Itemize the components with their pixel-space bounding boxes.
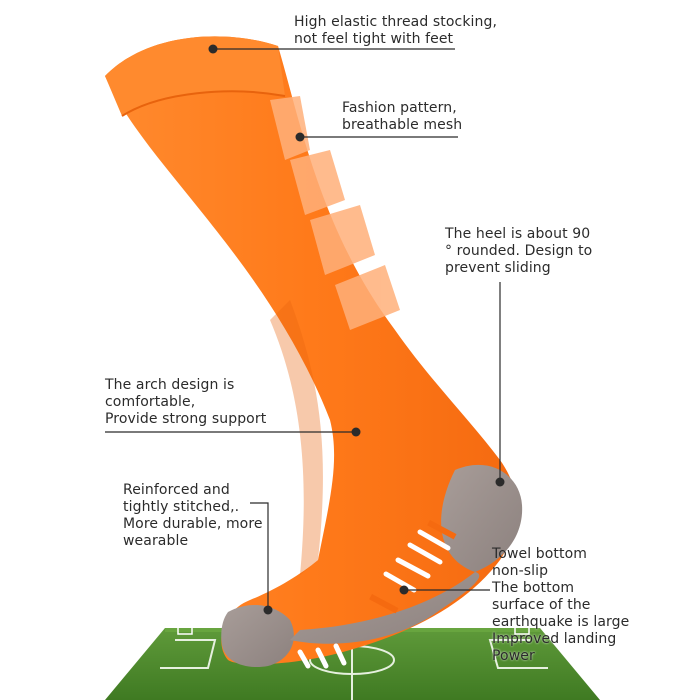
leader-reinforced bbox=[250, 502, 269, 610]
sock bbox=[105, 36, 523, 669]
dot-marker-icon bbox=[295, 132, 305, 142]
dot-marker-icon bbox=[495, 477, 505, 487]
dot-marker-icon bbox=[399, 585, 409, 595]
field-right-goal bbox=[514, 621, 530, 635]
annotation-line: Provide strong support bbox=[105, 411, 267, 427]
annotation-line: More durable, more bbox=[123, 516, 263, 532]
annotation-line: ° rounded. Design to bbox=[445, 243, 593, 259]
annotation-line: Power bbox=[492, 648, 535, 664]
arch-shadow bbox=[270, 300, 323, 575]
annotation-line: Improved landing bbox=[492, 631, 617, 647]
annotation-line: earthquake is large bbox=[492, 614, 630, 630]
field-left-box bbox=[160, 639, 217, 669]
annotation-line: comfortable, bbox=[105, 394, 196, 410]
surface-annotation: The bottom surface of the earthquake is … bbox=[492, 580, 629, 665]
annotation-line: The heel is about 90 bbox=[445, 226, 591, 242]
cuff-seam bbox=[121, 90, 286, 117]
dot-marker-icon bbox=[208, 44, 218, 54]
elastic-annotation: High elastic thread stocking, not feel t… bbox=[294, 14, 497, 48]
heel-annotation: The heel is about 90 ° rounded. Design t… bbox=[445, 226, 592, 277]
towel-stripe-accents bbox=[369, 520, 457, 614]
field-right-box bbox=[488, 639, 548, 669]
dot-marker-icon bbox=[351, 427, 361, 437]
annotation-line: prevent sliding bbox=[445, 260, 551, 276]
toe-pad bbox=[221, 605, 294, 668]
annotation-line: High elastic thread stocking, bbox=[294, 14, 498, 30]
towel-stripes bbox=[297, 529, 451, 669]
annotation-line: not feel tight with feet bbox=[294, 31, 454, 47]
annotation-line: Reinforced and bbox=[123, 482, 230, 498]
heel-pad bbox=[441, 464, 523, 572]
annotation-line: The bottom bbox=[492, 580, 575, 596]
field-left-goal bbox=[177, 621, 193, 635]
sock-body bbox=[105, 36, 517, 665]
annotation-line: Towel bottom bbox=[492, 546, 587, 562]
reinforced-annotation: Reinforced and tightly stitched,. More d… bbox=[123, 482, 263, 550]
annotation-line: non-slip bbox=[492, 563, 549, 579]
mesh-pattern bbox=[270, 96, 400, 330]
sock-cuff bbox=[105, 36, 285, 116]
annotation-line: breathable mesh bbox=[342, 117, 463, 133]
annotation-line: Fashion pattern, bbox=[342, 100, 457, 116]
pattern-annotation: Fashion pattern, breathable mesh bbox=[342, 100, 462, 134]
towel-annotation: Towel bottom non-slip bbox=[492, 546, 587, 580]
leader-lines bbox=[105, 48, 501, 610]
marker-dots bbox=[208, 44, 505, 615]
sole-pad bbox=[290, 572, 480, 644]
dot-marker-icon bbox=[263, 605, 273, 615]
annotation-line: wearable bbox=[123, 533, 189, 549]
annotation-line: The arch design is bbox=[105, 377, 235, 393]
annotation-line: tightly stitched,. bbox=[123, 499, 240, 515]
arch-annotation: The arch design is comfortable, Provide … bbox=[105, 377, 266, 428]
annotation-line: surface of the bbox=[492, 597, 591, 613]
